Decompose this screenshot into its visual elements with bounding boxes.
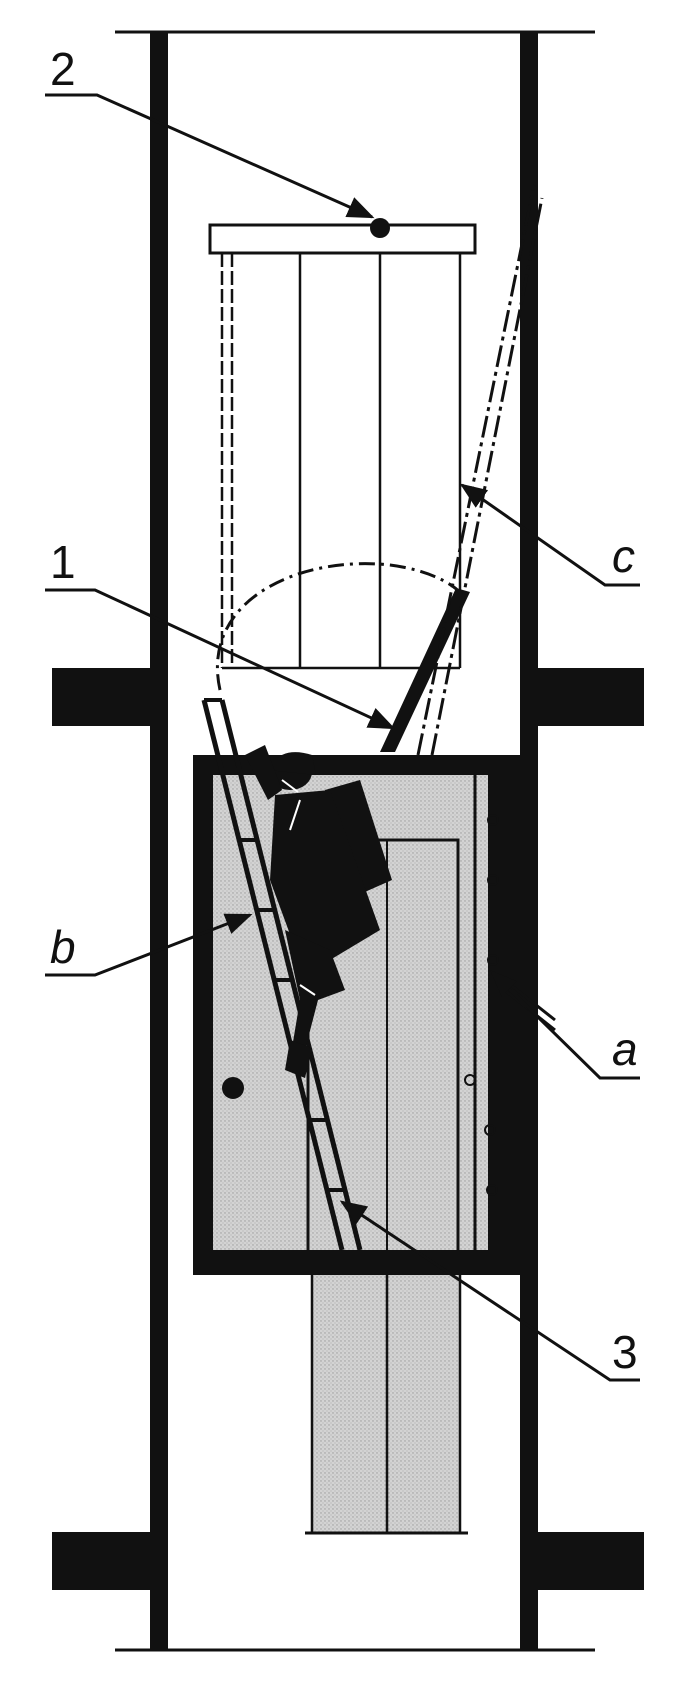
top-anchor-point bbox=[370, 218, 390, 238]
callout-label-1: 1 bbox=[50, 536, 76, 588]
roof-hatch bbox=[216, 562, 470, 752]
ladder bbox=[201, 698, 363, 1251]
callout-label-a: a bbox=[612, 1023, 638, 1075]
floor-slab-right-lower bbox=[520, 1532, 644, 1590]
callout-label-c: c bbox=[612, 530, 635, 582]
lower-landing-door bbox=[305, 1275, 468, 1535]
car-button bbox=[222, 1077, 244, 1099]
floor-slab-left-upper bbox=[52, 668, 168, 726]
shaft-wall-right bbox=[520, 32, 538, 1650]
callout-label-2: 2 bbox=[50, 43, 76, 95]
floor-slab-left-lower bbox=[52, 1532, 168, 1590]
elevator-shaft bbox=[52, 30, 644, 1652]
floor-slab-right-upper bbox=[520, 668, 644, 726]
callout-label-3: 3 bbox=[612, 1326, 638, 1378]
callout-leaders bbox=[45, 93, 640, 1382]
rope-c bbox=[416, 184, 544, 756]
shaft-wall-left bbox=[150, 32, 168, 1650]
callout-label-b: b bbox=[50, 921, 76, 973]
rescuer-figure bbox=[245, 745, 392, 1078]
